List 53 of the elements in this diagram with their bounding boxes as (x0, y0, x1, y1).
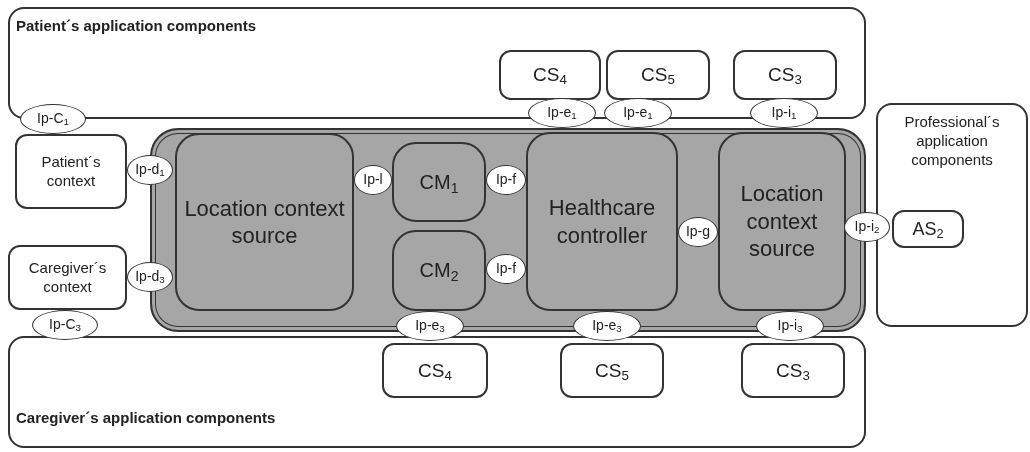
interface-label: Ip-e$_{3}$ (415, 317, 445, 335)
component-box (15, 134, 127, 209)
interface-label: Ip-g (685, 223, 711, 241)
component-box (175, 133, 354, 311)
component-label: Healthcare controller (547, 194, 657, 249)
component-label: CS$_{3}$ (776, 358, 810, 383)
component-box (382, 343, 488, 398)
interface-label: Ip-f (495, 260, 517, 278)
component-box (560, 343, 664, 398)
component-box (392, 142, 486, 222)
interface-label: Ip-i$_{3}$ (777, 317, 803, 335)
interface-label: Ip-C$_{3}$ (49, 316, 81, 334)
interface-label: Ip-e$_{3}$ (592, 317, 622, 335)
component-label: CS$_{3}$ (768, 63, 802, 87)
component-label: CS$_{4}$ (418, 358, 452, 383)
component-label: CS$_{5}$ (641, 63, 675, 87)
component-label: CM$_{2}$ (419, 258, 459, 283)
interface-label: Ip-f (495, 171, 517, 189)
component-box (8, 245, 127, 310)
interface-oval (127, 155, 173, 185)
component-label: AS$_{2}$ (912, 217, 944, 241)
interface-label: Ip-C$_{1}$ (37, 110, 69, 128)
component-label: Location context source (739, 180, 825, 263)
component-box (718, 132, 846, 311)
component-box (892, 210, 964, 248)
group-heading: Patient´s application components (16, 17, 257, 36)
component-label: CM$_{1}$ (419, 169, 459, 195)
interface-label: Ip-d$_{1}$ (135, 161, 165, 179)
component-label: Professional´s application components (903, 113, 1001, 170)
interface-oval (354, 165, 392, 195)
component-label: CS$_{5}$ (595, 358, 629, 383)
interface-oval (678, 217, 718, 247)
interface-oval (486, 254, 526, 284)
component-box (526, 132, 678, 311)
component-box (741, 343, 845, 398)
interface-label: Ip-e$_{1}$ (547, 104, 577, 122)
interface-oval (127, 262, 173, 292)
component-label: CS$_{4}$ (533, 63, 567, 87)
interface-label: Ip-l (363, 171, 383, 189)
interface-label: Ip-i$_{1}$ (771, 104, 797, 122)
interface-label: Ip-d$_{3}$ (135, 268, 165, 286)
component-box (733, 50, 837, 100)
interface-oval (486, 165, 526, 195)
component-label: Patient´s context (40, 152, 102, 191)
component-label: Caregiver´s context (27, 258, 108, 297)
component-box (392, 230, 486, 311)
group-heading: Caregiver´s application components (16, 409, 276, 428)
interface-label: Ip-i$_{2}$ (854, 218, 880, 236)
component-box (499, 50, 601, 100)
group-panel (8, 336, 866, 448)
component-label: Location context source (183, 194, 346, 250)
interface-label: Ip-e$_{1}$ (623, 104, 653, 122)
component-box (606, 50, 710, 100)
